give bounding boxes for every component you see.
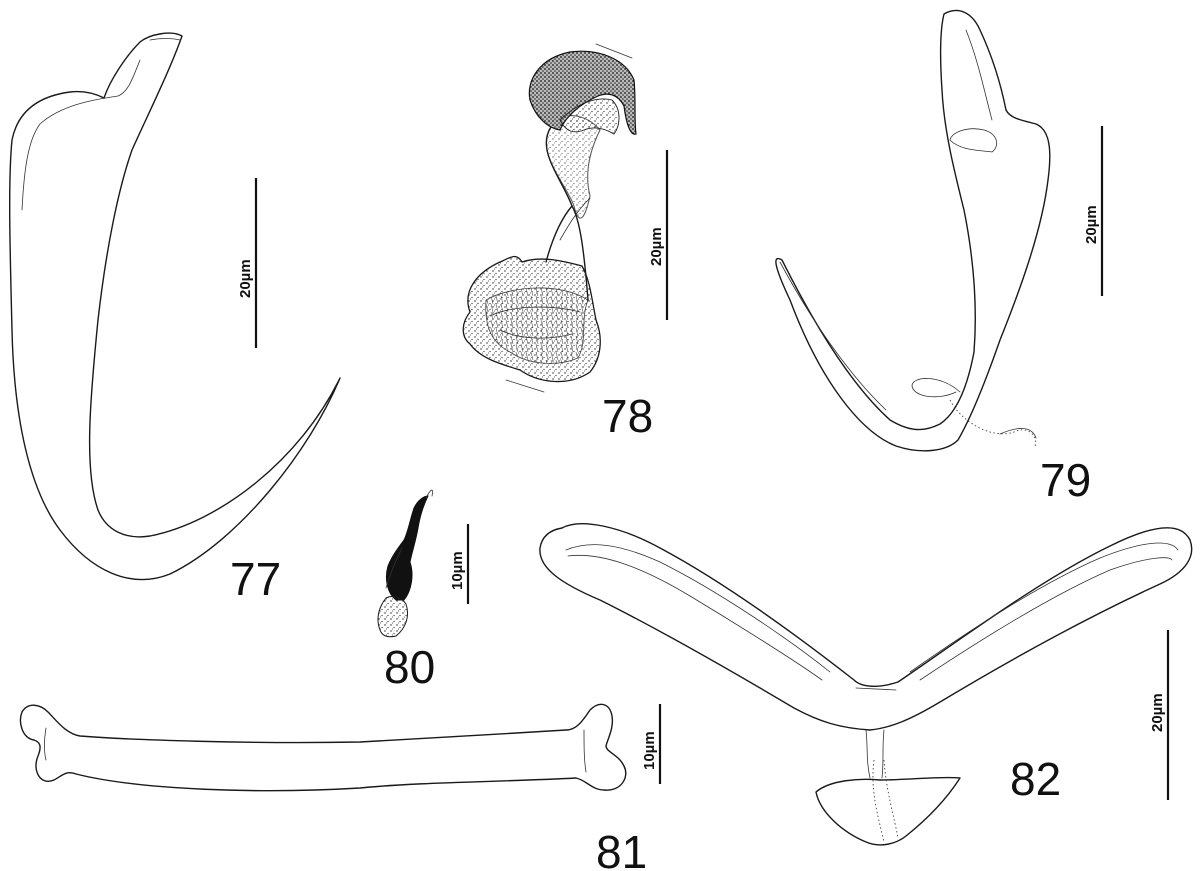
figure-77-number: 77 (230, 553, 281, 605)
figure-81-scale-label: 10µm (641, 731, 658, 770)
figure-80-copulatory-organ (377, 489, 433, 638)
figure-79-scale: 20µm (1083, 126, 1104, 296)
figure-80-number: 80 (384, 641, 435, 693)
figure-82-scale-label: 20µm (1149, 693, 1166, 732)
figure-78-scale: 20µm (648, 150, 669, 320)
figure-80-scale-label: 10µm (449, 551, 466, 590)
figure-82-v-bar (539, 523, 1193, 846)
figure-78-copulatory-organ (462, 43, 637, 393)
figure-78-number: 78 (602, 390, 653, 442)
figure-79-number: 79 (1040, 454, 1091, 506)
figure-82-scale: 20µm (1149, 630, 1170, 800)
figure-80-scale: 10µm (449, 524, 470, 604)
figure-77-scale-label: 20µm (237, 259, 254, 298)
figure-81-number: 81 (596, 826, 647, 871)
figure-82-number: 82 (1010, 753, 1061, 805)
figure-81-scale: 10µm (641, 704, 662, 784)
figure-79-anchor (775, 9, 1051, 452)
figure-77-anchor (8, 32, 341, 581)
figure-79-scale-label: 20µm (1083, 205, 1100, 244)
figure-78-scale-label: 20µm (648, 227, 665, 266)
figure-77-scale: 20µm (237, 178, 258, 348)
figure-81-transverse-bar (19, 703, 627, 792)
